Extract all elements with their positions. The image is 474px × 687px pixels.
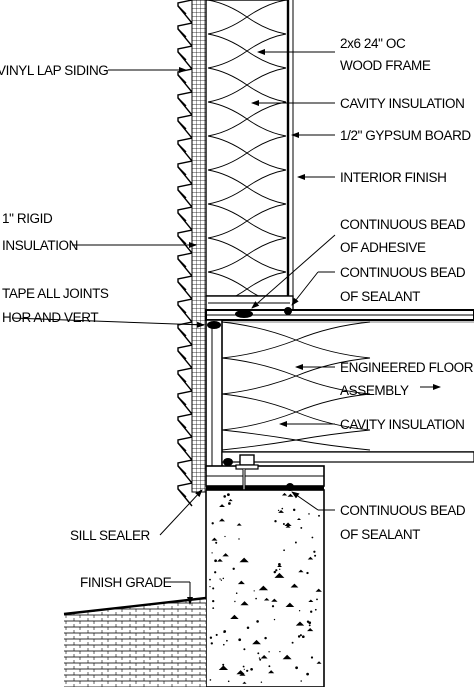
rim-board <box>205 319 223 471</box>
label-sealant-top-1: CONTINUOUS BEAD <box>340 265 466 280</box>
label-gypsum-board: 1/2" GYPSUM BOARD <box>340 128 471 143</box>
floor-batt-insulation <box>221 321 474 451</box>
label-finish-grade: FINISH GRADE <box>80 575 172 590</box>
label-cavity-insulation-wall: CAVITY INSULATION <box>340 96 464 111</box>
sealant-bead-top <box>284 307 292 315</box>
vinyl-lap-siding <box>177 0 194 507</box>
rim-sealant-bead <box>207 321 221 329</box>
label-tape-joints-2: HOR AND VERT <box>2 310 98 325</box>
label-sealant-bottom-2: OF SEALANT <box>340 527 420 542</box>
joist-bottom-flange <box>221 451 474 463</box>
label-tape-joints-1: TAPE ALL JOINTS <box>2 286 109 301</box>
label-wood-frame-1: 2x6 24" OC <box>340 36 406 51</box>
label-wood-frame-2: WOOD FRAME <box>340 58 431 73</box>
sealant-bead-bottom <box>286 483 294 491</box>
label-cavity-insulation-floor: CAVITY INSULATION <box>340 417 464 432</box>
finish-grade-soil <box>64 598 206 687</box>
label-floor-assembly-1: ENGINEERED FLOOR <box>340 360 474 375</box>
sill-sealer-strip <box>206 486 324 490</box>
label-sealant-bottom-1: CONTINUOUS BEAD <box>340 503 466 518</box>
label-adhesive-1: CONTINUOUS BEAD <box>340 217 466 232</box>
label-rigid-insulation-2: INSULATION <box>2 238 78 253</box>
label-sealant-top-2: OF SEALANT <box>340 289 420 304</box>
label-adhesive-2: OF ADHESIVE <box>340 240 426 255</box>
adhesive-bead <box>235 310 253 318</box>
label-rigid-insulation-1: 1" RIGID <box>2 211 53 226</box>
label-floor-assembly-2: ASSEMBLY <box>340 383 409 398</box>
label-sill-sealer: SILL SEALER <box>70 528 151 543</box>
wall-batt-insulation <box>207 0 287 307</box>
rigid-insulation-board <box>191 0 207 493</box>
concrete-speckle <box>209 492 322 684</box>
sill-bead <box>223 458 233 466</box>
label-interior-finish: INTERIOR FINISH <box>340 170 447 185</box>
leader-lines <box>11 49 441 605</box>
label-vinyl-siding: VINYL LAP SIDING <box>0 63 108 78</box>
wall-stud-cavity <box>205 0 289 297</box>
